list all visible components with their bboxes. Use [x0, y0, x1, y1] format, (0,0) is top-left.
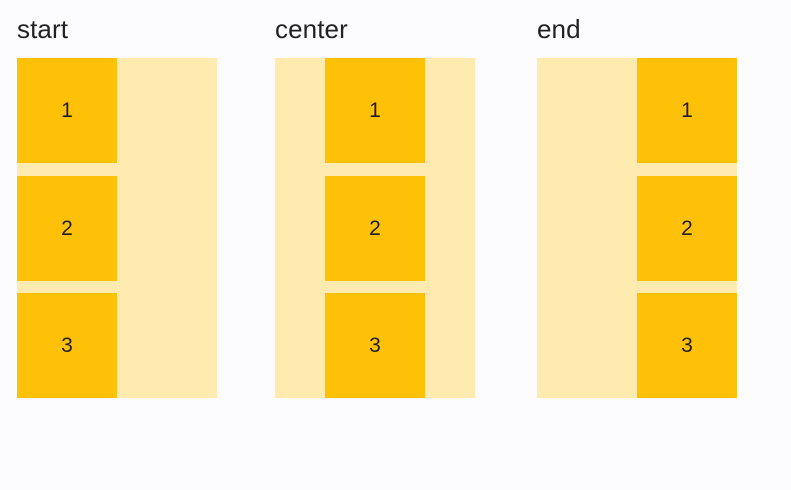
flex-item: 1: [637, 58, 737, 163]
demo-group-center: center 1 2 3: [275, 14, 475, 398]
flex-item-label: 3: [61, 334, 73, 357]
flex-item-label: 1: [61, 99, 73, 122]
group-label-start: start: [17, 14, 69, 44]
flex-item-label: 3: [369, 334, 381, 357]
group-label-center: center: [275, 14, 348, 44]
flex-item-label: 1: [369, 99, 381, 122]
flex-item-label: 2: [369, 216, 381, 240]
flex-item: 3: [17, 293, 117, 398]
group-label-end: end: [537, 14, 581, 44]
flex-item: 3: [325, 293, 425, 398]
flex-container-start: 1 2 3: [17, 58, 217, 398]
demo-group-end: end 1 2 3: [537, 14, 737, 398]
flex-item: 3: [637, 293, 737, 398]
flex-container-end: 1 2 3: [537, 58, 737, 398]
flex-item-label: 3: [681, 334, 693, 357]
flex-item: 2: [17, 175, 117, 281]
flex-item-label: 1: [681, 99, 693, 122]
flex-item: 2: [637, 175, 737, 281]
demo-group-start: start 1 2 3: [17, 14, 217, 398]
flex-container-center: 1 2 3: [275, 58, 475, 398]
flex-item: 1: [17, 58, 117, 163]
flex-item: 1: [325, 58, 425, 163]
flex-item: 2: [325, 175, 425, 281]
flex-item-label: 2: [681, 216, 693, 240]
flex-item-label: 2: [61, 216, 73, 240]
